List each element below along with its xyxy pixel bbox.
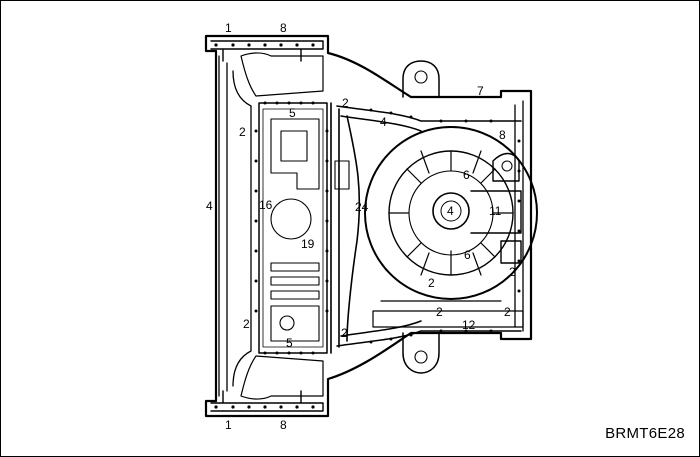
callout-12: 12 bbox=[462, 318, 476, 332]
crossmember-bracket bbox=[334, 160, 350, 190]
figure-code: BRMT6E28 bbox=[605, 425, 685, 442]
upper-beam bbox=[336, 105, 522, 132]
callout-labels: 1 8 2 7 5 4 2 8 4 16 24 6 4 11 19 6 2 2 … bbox=[206, 21, 516, 432]
bottom-rail bbox=[210, 390, 324, 412]
callout-8-bottom: 8 bbox=[280, 418, 287, 432]
callout-4-left: 4 bbox=[206, 199, 213, 213]
spare-wheel-bracket bbox=[470, 152, 522, 264]
callout-2-left-upper: 2 bbox=[239, 125, 246, 139]
callout-8-right: 8 bbox=[499, 128, 506, 142]
callout-7: 7 bbox=[477, 84, 484, 98]
callout-19: 19 bbox=[301, 237, 315, 251]
callout-2-upper-mid: 2 bbox=[342, 96, 349, 110]
callout-2-lower-mid: 2 bbox=[436, 305, 443, 319]
callout-2-right-mid: 2 bbox=[509, 265, 516, 279]
callout-11: 11 bbox=[489, 204, 502, 218]
callout-5-lower: 5 bbox=[286, 336, 293, 350]
upper-wheelhouse bbox=[240, 52, 324, 97]
callout-2-bottom-left: 2 bbox=[341, 326, 348, 340]
upper-tow-eye bbox=[402, 60, 440, 98]
callout-16: 16 bbox=[259, 198, 273, 212]
callout-4-mid: 4 bbox=[380, 115, 387, 129]
callout-24: 24 bbox=[355, 200, 369, 214]
top-rail bbox=[210, 40, 324, 62]
left-sill bbox=[218, 55, 252, 397]
rear-end-panel bbox=[514, 100, 524, 332]
callout-2-bottom-right: 2 bbox=[504, 305, 511, 319]
tire-well-spokes bbox=[388, 150, 514, 276]
callout-1-bottom: 1 bbox=[225, 418, 232, 432]
callout-2-tire: 2 bbox=[428, 276, 435, 290]
callout-4-hub: 4 bbox=[447, 204, 454, 218]
seat-mount-upper bbox=[270, 118, 320, 190]
lower-tow-eye bbox=[402, 332, 440, 374]
tire-well-hub bbox=[432, 192, 470, 230]
callout-1-top: 1 bbox=[225, 21, 232, 35]
callout-6-lower: 6 bbox=[464, 248, 471, 262]
panel-outline bbox=[204, 34, 533, 418]
weld-spots bbox=[214, 43, 521, 409]
lower-wheelhouse bbox=[240, 355, 324, 400]
callout-2-left-lower: 2 bbox=[243, 317, 250, 331]
front-floor-panel bbox=[258, 102, 328, 354]
floor-ribs bbox=[270, 262, 320, 300]
rear-floor-ribs bbox=[372, 300, 524, 328]
center-crossmember bbox=[330, 102, 361, 354]
seat-mount-lower bbox=[270, 305, 320, 342]
floor-dimple bbox=[270, 198, 312, 240]
callout-8-top: 8 bbox=[280, 21, 287, 35]
callout-5-upper: 5 bbox=[289, 106, 296, 120]
lower-beam bbox=[336, 320, 522, 347]
spare-tire-well bbox=[364, 126, 538, 300]
callout-6-upper: 6 bbox=[463, 168, 470, 182]
